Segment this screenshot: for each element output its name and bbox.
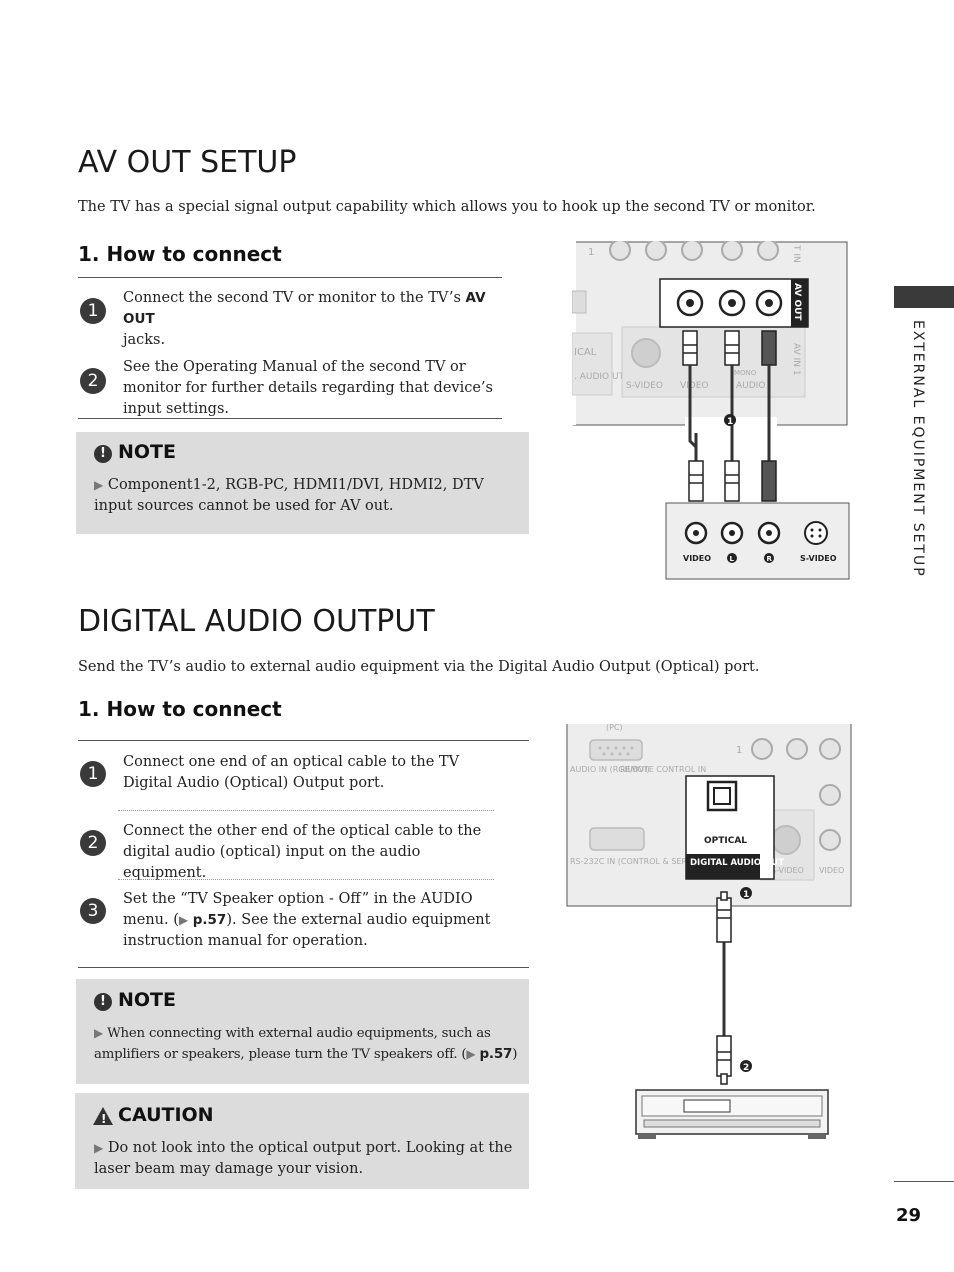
digital-audio-step-2: Connect the other end of the optical cab…: [123, 823, 482, 881]
bullet-arrow-icon: ▶: [178, 913, 189, 927]
note-text: ▶ Component1-2, RGB-PC, HDMI1/DVI, HDMI2…: [94, 475, 514, 517]
page-number-rule: [894, 1181, 954, 1182]
note-text: ▶ When connecting with external audio eq…: [94, 1023, 522, 1065]
arrow-icon: ▶: [466, 1047, 476, 1061]
note-body: Component1-2, RGB-PC, HDMI1/DVI, HDMI2, …: [94, 477, 484, 514]
panel-label-svideo: S-VIDEO: [626, 381, 663, 391]
device-label-l: L: [730, 555, 735, 563]
dotted-divider: [118, 879, 494, 880]
bullet-arrow-icon: ▶: [94, 1141, 104, 1155]
optical-label: OPTICAL: [704, 836, 747, 846]
caution-text: ▶ Do not look into the optical output po…: [94, 1138, 514, 1180]
digital-audio-step-1: Connect one end of an optical cable to t…: [123, 754, 460, 791]
note-title: NOTE: [118, 989, 176, 1011]
device-label-svideo: S-VIDEO: [800, 554, 837, 563]
device-label-r: R: [767, 555, 773, 563]
note-box: [76, 432, 529, 534]
caution-box: [75, 1093, 529, 1189]
section-label: EXTERNAL EQUIPMENT SETUP: [910, 320, 926, 578]
panel-label-audio-in: AUDIO IN (RGB/DVI): [570, 765, 650, 774]
step-text: Set the “TV Speaker option - Off” in the…: [123, 891, 473, 928]
cable-marker-2: 2: [743, 1063, 749, 1073]
av-out-step-2: See the Operating Manual of the second T…: [123, 359, 493, 417]
panel-label-svideo: S-VIDEO: [771, 866, 804, 875]
av-out-label: AV OUT: [123, 290, 486, 327]
caution-title: CAUTION: [118, 1104, 214, 1126]
panel-label-mono: MONO: [734, 369, 757, 377]
cable-marker-1: 1: [743, 890, 749, 900]
note-icon: !: [94, 993, 112, 1011]
page-number: 29: [896, 1205, 922, 1226]
divider: [78, 967, 529, 968]
step-number-1: 1: [80, 761, 106, 787]
note-body: When connecting with external audio equi…: [94, 1026, 491, 1062]
section-tab: [894, 286, 954, 308]
av-out-diagram: 1 T IN ICAL . AUDIO UT S-VIDEO VIDEO MON…: [572, 241, 850, 580]
panel-label-t-in: T IN: [791, 244, 801, 263]
step-number-2: 2: [80, 368, 106, 394]
panel-label-av-in-1: AV IN 1: [791, 343, 801, 376]
page-reference: p.57: [479, 1046, 513, 1062]
panel-label-1: 1: [588, 247, 594, 258]
panel-label-remote: REMOTE CONTROL IN: [620, 765, 706, 774]
step-text: Connect the second TV or monitor to the …: [123, 290, 466, 306]
device-label-video: VIDEO: [683, 554, 711, 563]
panel-label-1: 1: [736, 745, 742, 756]
note-body-end: ): [512, 1047, 518, 1062]
digital-audio-title: DIGITAL AUDIO OUTPUT: [78, 604, 435, 639]
panel-label-ical: ICAL: [574, 347, 597, 358]
av-out-how-to-connect: 1. How to connect: [78, 242, 282, 266]
digital-audio-diagram: (PC) AUDIO IN (RGB/DVI) REMOTE CONTROL I…: [566, 722, 852, 1139]
av-out-step-1: Connect the second TV or monitor to the …: [123, 288, 513, 351]
panel-label-video: VIDEO: [680, 381, 709, 391]
av-out-title: AV OUT SETUP: [78, 145, 297, 180]
av-out-intro: The TV has a special signal output capab…: [78, 199, 816, 215]
digital-audio-step-3: Set the “TV Speaker option - Off” in the…: [123, 889, 503, 952]
divider: [78, 277, 502, 278]
digital-audio-out-label: DIGITAL AUDIO OUT: [690, 858, 784, 868]
page-reference: p.57: [192, 912, 227, 928]
panel-label-audio: AUDIO: [736, 381, 765, 391]
digital-audio-how-to-connect: 1. How to connect: [78, 697, 282, 721]
note-title: NOTE: [118, 441, 176, 463]
cable-marker-1: 1: [727, 417, 733, 427]
divider: [78, 418, 502, 419]
warning-triangle-icon: !: [93, 1107, 113, 1126]
digital-audio-intro: Send the TV’s audio to external audio eq…: [78, 659, 760, 675]
step-number-3: 3: [80, 898, 106, 924]
bullet-arrow-icon: ▶: [94, 478, 104, 492]
svg-text:!: !: [101, 1112, 106, 1126]
dotted-divider: [118, 810, 494, 811]
step-text: ). See the external audio equipment inst…: [123, 912, 491, 949]
step-number-2: 2: [80, 830, 106, 856]
panel-label-video: VIDEO: [819, 866, 844, 875]
note-box: [76, 979, 529, 1084]
step-number-1: 1: [80, 298, 106, 324]
panel-label-audio-ut: . AUDIO UT: [574, 372, 625, 382]
note-icon: !: [94, 445, 112, 463]
av-out-port-label: AV OUT: [792, 283, 802, 321]
panel-label-rs232: RS-232C IN (CONTROL & SERVICE): [570, 857, 708, 866]
bullet-arrow-icon: ▶: [94, 1026, 104, 1040]
step-text: jacks.: [123, 332, 166, 348]
divider: [78, 740, 529, 741]
caution-body: Do not look into the optical output port…: [94, 1140, 513, 1177]
panel-label-pc: (PC): [606, 723, 623, 732]
